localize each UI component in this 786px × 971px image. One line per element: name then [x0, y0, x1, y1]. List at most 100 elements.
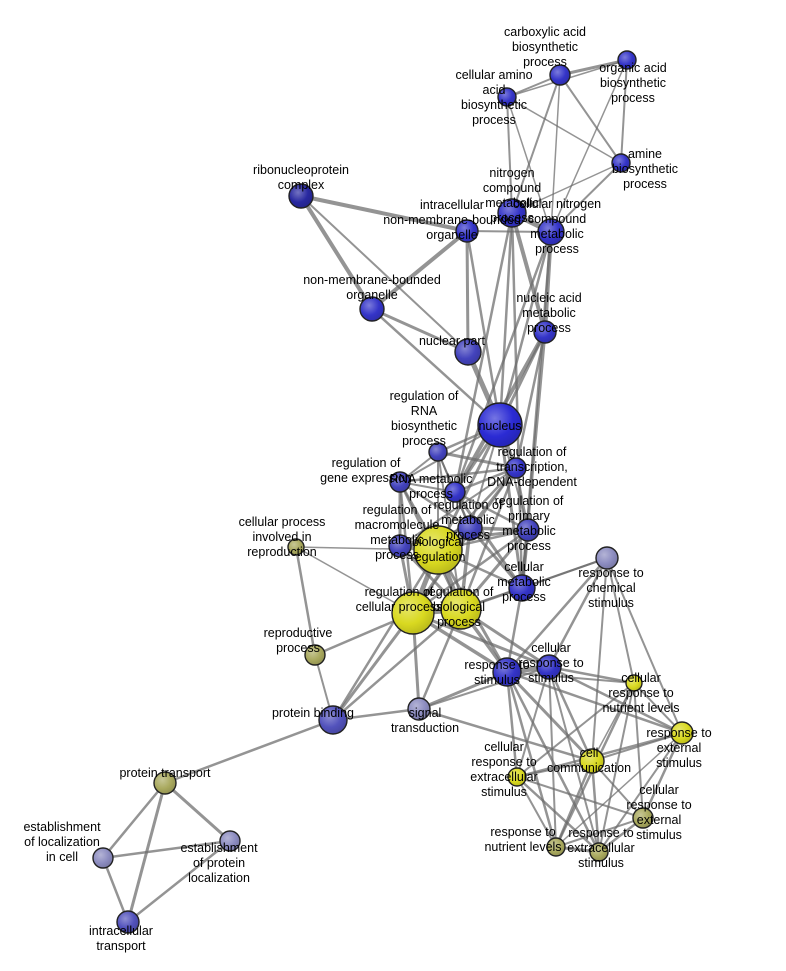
edge-intracellular-non-membrane-bounded-organelle--nuclear-part [465, 229, 470, 354]
edge-cellular-response-to-nutrient-levels--cellular-response-to-extracellular-stimulus [516, 682, 635, 778]
edges-layer [101, 58, 684, 924]
node-regulation-of-cellular-process[interactable] [391, 591, 435, 635]
node-cellular-response-to-extracellular-stimulus[interactable] [507, 767, 527, 787]
edge-cellular-response-to-extracellular-stimulus--cellular-response-to-external-stimulus [516, 776, 644, 819]
node-protein-transport[interactable] [153, 771, 177, 795]
edge-biological-regulation--protein-binding [331, 548, 440, 722]
edge-protein-transport--establishment-of-protein-localization [163, 781, 232, 843]
label-nuclear-part: nuclear part [419, 334, 486, 348]
edge-response-to-chemical-stimulus--response-to-external-stimulus [606, 557, 683, 734]
node-cellular-metabolic-process[interactable] [508, 574, 536, 602]
node-response-to-external-stimulus[interactable] [670, 721, 694, 745]
edge-nucleic-acid-metabolic-process--regulation-of-transcription-DNA-dependent [514, 330, 547, 470]
edge-response-to-external-stimulus--response-to-extracellular-stimulus [598, 732, 683, 853]
edge-intracellular-non-membrane-bounded-organelle--non-membrane-bounded-organelle [370, 229, 469, 311]
nodes-layer [92, 50, 694, 934]
node-nuclear-part[interactable] [454, 338, 482, 366]
edge-ribonucleoprotein-complex--intracellular-non-membrane-bounded-organelle [299, 194, 469, 233]
node-cellular-amino-acid-biosynthetic-process[interactable] [497, 87, 517, 107]
node-ribonucleoprotein-complex[interactable] [288, 183, 314, 209]
node-non-membrane-bounded-organelle[interactable] [359, 296, 385, 322]
node-response-to-extracellular-stimulus[interactable] [589, 842, 609, 862]
node-regulation-of-transcription-DNA-dependent[interactable] [505, 457, 527, 479]
edge-carboxylic-acid-biosynthetic-process--organic-acid-biosynthetic-process [558, 58, 629, 77]
node-response-to-stimulus[interactable] [492, 657, 522, 687]
edge-response-to-chemical-stimulus--response-to-stimulus [505, 556, 609, 674]
edge-RNA-metabolic-process--regulation-of-primary-metabolic-process [453, 490, 530, 532]
edge-carboxylic-acid-biosynthetic-process--amine-biosynthetic-process [559, 74, 622, 164]
node-cellular-response-to-nutrient-levels[interactable] [625, 674, 643, 692]
node-cellular-nitrogen-compound-metabolic-process[interactable] [537, 218, 565, 246]
node-establishment-of-protein-localization[interactable] [219, 830, 241, 852]
edge-cell-communication--response-to-nutrient-levels [554, 759, 594, 849]
node-cellular-response-to-stimulus[interactable] [536, 654, 562, 680]
edge-regulation-of-primary-metabolic-process--regulation-of-cellular-process [411, 528, 530, 615]
edge-intracellular-non-membrane-bounded-organelle--nucleus [465, 229, 502, 427]
edge-carboxylic-acid-biosynthetic-process--cellular-nitrogen-compound-metabolic-process [550, 74, 561, 233]
node-nitrogen-compound-metabolic-process[interactable] [497, 198, 527, 228]
edge-organic-acid-biosynthetic-process--amine-biosynthetic-process [620, 59, 628, 164]
node-carboxylic-acid-biosynthetic-process[interactable] [549, 64, 571, 86]
edge-amine-biosynthetic-process--nitrogen-compound-metabolic-process [511, 162, 622, 214]
edge-ribonucleoprotein-complex--non-membrane-bounded-organelle [299, 194, 374, 311]
node-nucleus[interactable] [477, 402, 523, 448]
node-amine-biosynthetic-process[interactable] [611, 153, 631, 173]
node-response-to-nutrient-levels[interactable] [546, 837, 566, 857]
node-regulation-of-primary-metabolic-process[interactable] [516, 518, 540, 542]
node-reproductive-process[interactable] [304, 644, 326, 666]
edge-cellular-amino-acid-biosynthetic-process--cellular-nitrogen-compound-metabolic-process [506, 96, 552, 233]
node-cellular-response-to-external-stimulus[interactable] [632, 807, 654, 829]
node-intracellular-non-membrane-bounded-organelle[interactable] [455, 219, 479, 243]
node-regulation-of-macromolecule-metabolic-process[interactable] [388, 534, 412, 558]
node-cellular-process-involved-in-reproduction[interactable] [287, 538, 305, 556]
node-regulation-of-RNA-biosynthetic-process[interactable] [428, 442, 448, 462]
edge-protein-transport--establishment-of-localization-in-cell [101, 781, 167, 860]
node-response-to-chemical-stimulus[interactable] [595, 546, 619, 570]
edge-regulation-of-biological-process--protein-binding [331, 607, 463, 722]
edge-response-to-stimulus--cell-communication [505, 670, 594, 763]
node-RNA-metabolic-process[interactable] [444, 481, 466, 503]
edge-cellular-amino-acid-biosynthetic-process--nitrogen-compound-metabolic-process [506, 96, 513, 214]
edge-regulation-of-transcription-DNA-dependent--RNA-metabolic-process [453, 466, 518, 494]
edge-response-to-stimulus--signal-transduction [417, 670, 509, 711]
label-nucleus: nucleus [478, 419, 521, 433]
edge-carboxylic-acid-biosynthetic-process--nitrogen-compound-metabolic-process [511, 74, 561, 214]
node-regulation-of-gene-expression[interactable] [389, 471, 411, 493]
node-cell-communication[interactable] [579, 748, 605, 774]
node-intracellular-transport[interactable] [116, 910, 140, 934]
node-signal-transduction[interactable] [407, 697, 431, 721]
node-regulation-of-biological-process[interactable] [440, 588, 482, 630]
node-organic-acid-biosynthetic-process[interactable] [617, 50, 637, 70]
node-nucleic-acid-metabolic-process[interactable] [533, 320, 557, 344]
node-protein-binding[interactable] [318, 705, 348, 735]
node-regulation-of-metabolic-process[interactable] [457, 515, 483, 541]
edge-nucleus--cellular-metabolic-process [498, 423, 524, 590]
edge-cellular-response-to-nutrient-levels--response-to-extracellular-stimulus [598, 682, 635, 853]
edge-response-to-chemical-stimulus--cellular-response-to-stimulus [547, 556, 609, 669]
node-biological-regulation[interactable] [413, 525, 463, 575]
edge-cellular-response-to-stimulus--signal-transduction [418, 666, 550, 710]
node-establishment-of-localization-in-cell[interactable] [92, 847, 114, 869]
